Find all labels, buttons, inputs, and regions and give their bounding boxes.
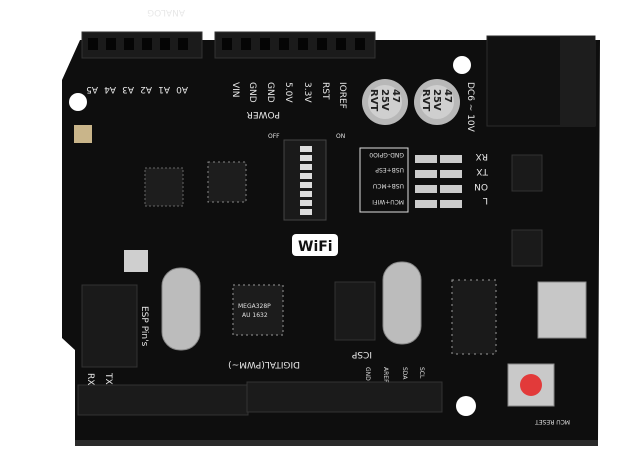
power-digital-header [214, 31, 376, 59]
pin-label-5v: 5.0V [283, 82, 293, 103]
reset-label: MCU RESET [535, 418, 570, 425]
esp-pins-label: ESP Pin's [139, 306, 149, 347]
wifi-logo-box [292, 234, 338, 256]
pin-label-ioref: IOREF [337, 82, 347, 109]
micro-usb-port [537, 281, 587, 339]
svg-text:RVT: RVT [368, 89, 379, 111]
capacitor: 47 25V RVT [414, 79, 460, 125]
dip-switch[interactable] [283, 139, 327, 221]
pin-label-aref: AREF [382, 367, 389, 383]
pin-label-a3: A3 [122, 84, 134, 94]
mode-mcu-wifi: MCU+WIFI [372, 198, 404, 205]
power-label: POWER [247, 109, 280, 119]
svg-text:47: 47 [390, 89, 401, 103]
voltage-regulator [511, 229, 543, 267]
mounting-hole [69, 93, 87, 111]
dip-off-label: OFF [268, 133, 280, 140]
icsp-header [334, 281, 376, 341]
pin-label-vin: VIN [230, 82, 240, 98]
voltage-regulator [511, 154, 543, 192]
svg-text:25V: 25V [379, 89, 390, 111]
led-label-rx: RX [476, 151, 488, 161]
pcb-edge [75, 440, 598, 446]
digital-label: DIGITAL(PWM~) [228, 359, 300, 369]
pin-label-a2: A2 [140, 84, 152, 94]
digital-header-1 [77, 384, 249, 416]
pin-label-rst: RST [320, 82, 330, 100]
pin-label-gnd-2: GND [265, 82, 275, 103]
mode-usb-esp: USB+ESP [375, 166, 404, 173]
crystal [161, 267, 201, 351]
esp8266-chip [144, 167, 184, 207]
esp-reset-button[interactable] [124, 250, 148, 272]
pin-label-gnd: GND [247, 82, 257, 103]
capacitor: 47 25V RVT [362, 79, 408, 125]
esp-pin-header [81, 284, 138, 368]
svg-text:RVT: RVT [420, 89, 431, 111]
analog-label: ANALOG [147, 7, 185, 17]
digital-header-2 [246, 381, 443, 413]
wifi-logo: WiFi [298, 239, 333, 255]
usb-serial-chip [451, 279, 497, 355]
pin-label-a4: A4 [104, 84, 116, 94]
icsp-label: ICSP [351, 349, 372, 359]
pin-label-tx: TX [103, 372, 113, 385]
svg-text:25V: 25V [431, 89, 442, 111]
crystal [382, 261, 422, 345]
mounting-hole [456, 396, 476, 416]
dip-on-label: ON [336, 133, 345, 140]
pin-label-a0: A0 [176, 84, 188, 94]
mode-gnd-gpio0: GND-GPIO0 [369, 151, 404, 158]
pin-label-rx: RX [85, 373, 95, 385]
mcu-chip-label: MEGA328P [238, 303, 271, 310]
mounting-hole [453, 56, 471, 74]
flash-chip [207, 161, 247, 203]
pin-label-3v3: 3.3V [302, 82, 312, 103]
dc-label: DC6 ~ 10V [465, 82, 475, 133]
atmega328p-chip [232, 284, 284, 336]
led-label-tx: TX [476, 166, 489, 176]
mcu-chip-date: AU 1632 [242, 312, 268, 319]
reset-button-cap[interactable] [520, 374, 542, 396]
pin-label-a5: A5 [86, 84, 98, 94]
mode-usb-mcu: USB+MCU [373, 182, 404, 189]
pin-label-scl: SCL [418, 367, 425, 379]
led-label-on: ON [474, 181, 488, 191]
led-label-l: L [483, 195, 488, 205]
pin-label-sda: SDA [401, 367, 408, 380]
pin-label-a1: A1 [158, 84, 170, 94]
antenna-connector [74, 125, 92, 143]
pin-label-gnd-bottom: GND [364, 367, 371, 381]
mode-table [359, 147, 409, 213]
svg-text:47: 47 [442, 89, 453, 103]
